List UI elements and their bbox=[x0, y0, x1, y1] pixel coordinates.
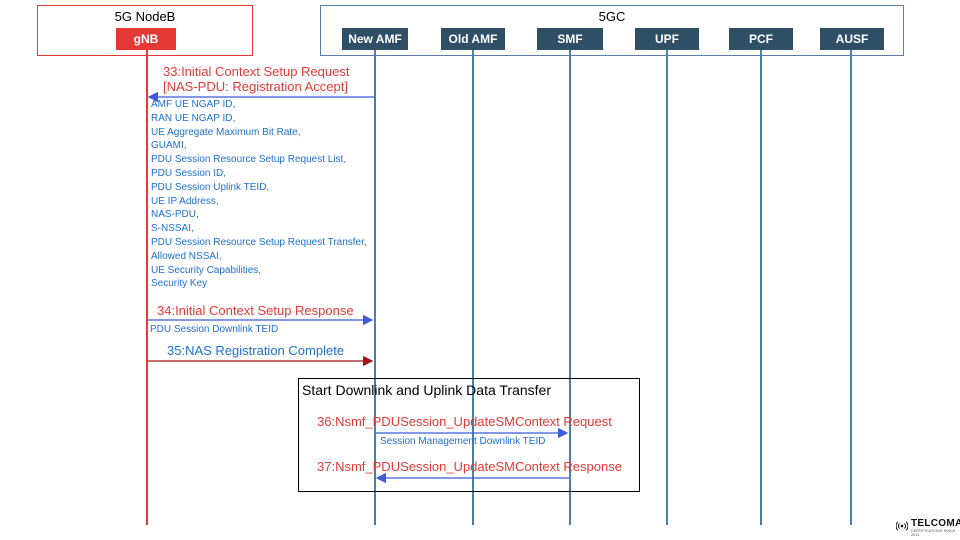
lifeline-smf bbox=[569, 50, 571, 525]
lifeline-pcf bbox=[760, 50, 762, 525]
lifeline-old-amf bbox=[472, 50, 474, 525]
message-33-label: 33:Initial Context Setup Request bbox=[163, 64, 350, 79]
node-ausf: AUSF bbox=[820, 28, 884, 50]
param-item: Security Key bbox=[151, 278, 208, 290]
param-item: GUAMI, bbox=[151, 140, 187, 152]
node-old-amf: Old AMF bbox=[441, 28, 505, 50]
logo-name: TELCOMA bbox=[911, 518, 960, 529]
param-item: PDU Session ID, bbox=[151, 167, 227, 179]
node-smf: SMF bbox=[537, 28, 603, 50]
ran-group-title: 5G NodeB bbox=[114, 9, 176, 24]
message-35-label: 35:NAS Registration Complete bbox=[167, 343, 345, 358]
param-item: PDU Session Uplink TEID, bbox=[151, 181, 270, 193]
param-item: PDU Session Resource Setup Request List, bbox=[151, 154, 347, 166]
param-item: UE IP Address, bbox=[151, 195, 219, 207]
message-37-label: 37:Nsmf_PDUSession_UpdateSMContext Respo… bbox=[317, 459, 622, 474]
lifeline-gnb bbox=[146, 50, 148, 525]
lifeline-new-amf bbox=[374, 50, 376, 525]
param-item: UE Aggregate Maximum Bit Rate, bbox=[151, 126, 301, 138]
lifeline-upf bbox=[666, 50, 668, 525]
param-item: UE Security Capabilities, bbox=[151, 264, 262, 276]
core-group-title: 5GC bbox=[598, 9, 626, 24]
message-33-parameters: AMF UE NGAP ID, RAN UE NGAP ID, UE Aggre… bbox=[151, 98, 367, 291]
param-item: PDU Session Resource Setup Request Trans… bbox=[151, 236, 367, 248]
telcoma-logo: TELCOMA CERTIFICATIONS SINCE 2011 bbox=[895, 518, 960, 537]
message-33-label-line2: [NAS-PDU: Registration Accept] bbox=[163, 79, 348, 94]
param-item: S-NSSAI, bbox=[151, 223, 194, 235]
param-item: AMF UE NGAP ID, bbox=[151, 99, 236, 110]
node-new-amf: New AMF bbox=[342, 28, 408, 50]
signal-waves-icon bbox=[895, 519, 909, 537]
node-pcf: PCF bbox=[729, 28, 793, 50]
message-34-label: 34:Initial Context Setup Response bbox=[157, 303, 354, 318]
data-transfer-title: Start Downlink and Uplink Data Transfer bbox=[302, 382, 551, 398]
ran-group-box bbox=[37, 5, 253, 56]
lifeline-ausf bbox=[850, 50, 852, 525]
node-upf: UPF bbox=[635, 28, 699, 50]
core-group-box bbox=[320, 5, 904, 56]
param-item: RAN UE NGAP ID, bbox=[151, 112, 236, 124]
param-item: NAS-PDU, bbox=[151, 209, 199, 221]
logo-tagline: CERTIFICATIONS SINCE 2011 bbox=[911, 529, 956, 537]
message-36-parameter: Session Management Downlink TEID bbox=[380, 436, 546, 447]
data-transfer-box bbox=[298, 378, 640, 492]
message-36-label: 36:Nsmf_PDUSession_UpdateSMContext Reque… bbox=[317, 414, 612, 429]
param-item: Allowed NSSAI, bbox=[151, 250, 222, 262]
node-gnb: gNB bbox=[116, 28, 176, 50]
message-34-parameter: PDU Session Downlink TEID bbox=[150, 324, 279, 335]
